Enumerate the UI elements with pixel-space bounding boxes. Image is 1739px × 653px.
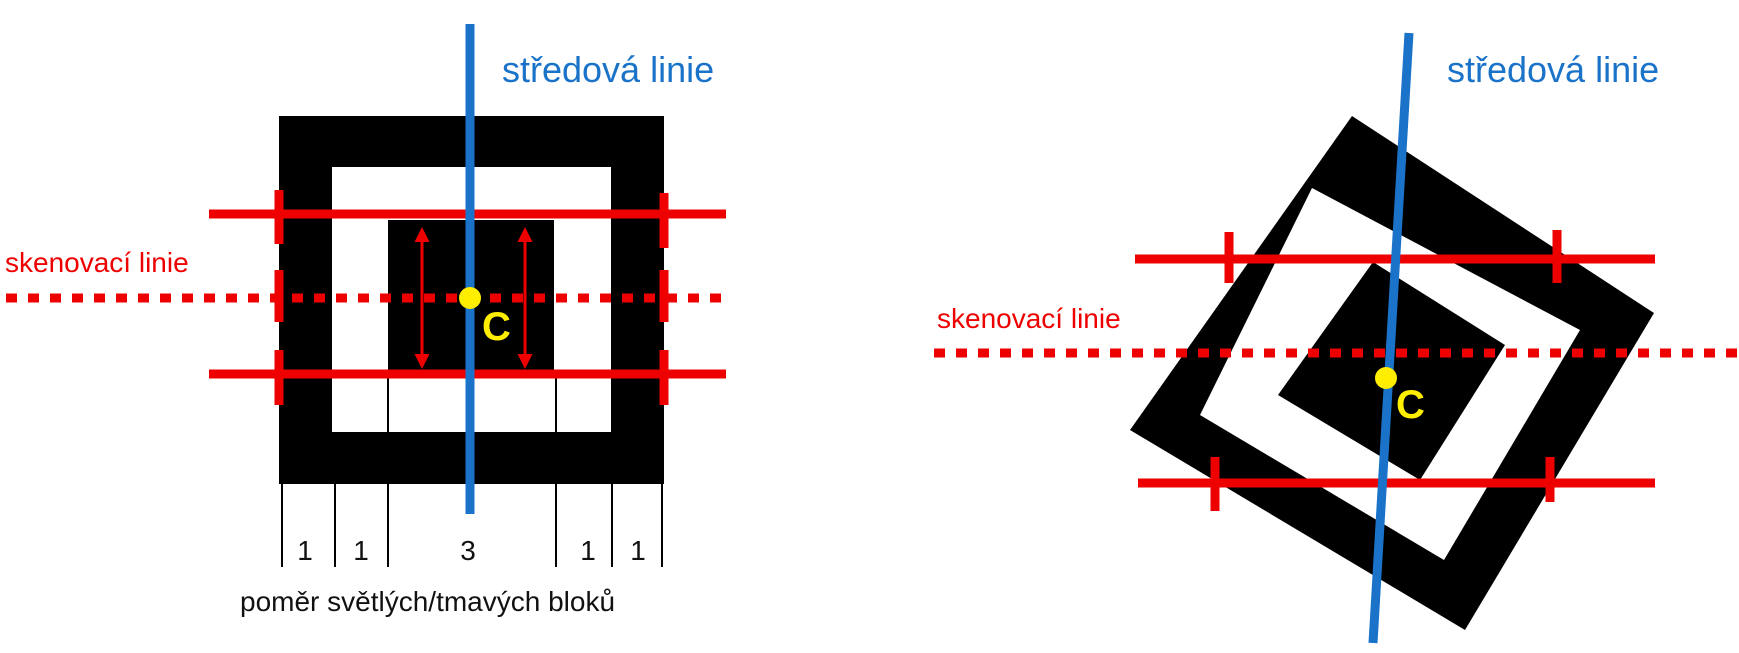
left-measure-arrows [414, 227, 533, 369]
left-panel: 1 1 3 1 1 poměr světlých/tmavých bloků [5, 24, 726, 617]
left-scan-line-label: skenovací linie [5, 247, 189, 278]
ratio-value: 1 [297, 535, 313, 566]
right-center-point-label: C [1396, 383, 1425, 427]
right-panel: C středová linie skenovací linie [934, 32, 1739, 644]
ratio-value: 1 [353, 535, 369, 566]
left-center-line-label: středová linie [502, 49, 714, 90]
left-center-point-label: C [482, 305, 511, 349]
right-scan-line-label: skenovací linie [937, 303, 1121, 334]
right-center-line-label: středová linie [1447, 49, 1659, 90]
ratio-value: 3 [460, 535, 476, 566]
right-center-line [1368, 32, 1414, 644]
right-center-point [1375, 367, 1397, 389]
ratio-caption: poměr světlých/tmavých bloků [240, 586, 615, 617]
ratio-value: 1 [630, 535, 646, 566]
ratio-value: 1 [580, 535, 596, 566]
left-center-point [459, 287, 481, 309]
left-ratio-dividers [281, 378, 663, 567]
